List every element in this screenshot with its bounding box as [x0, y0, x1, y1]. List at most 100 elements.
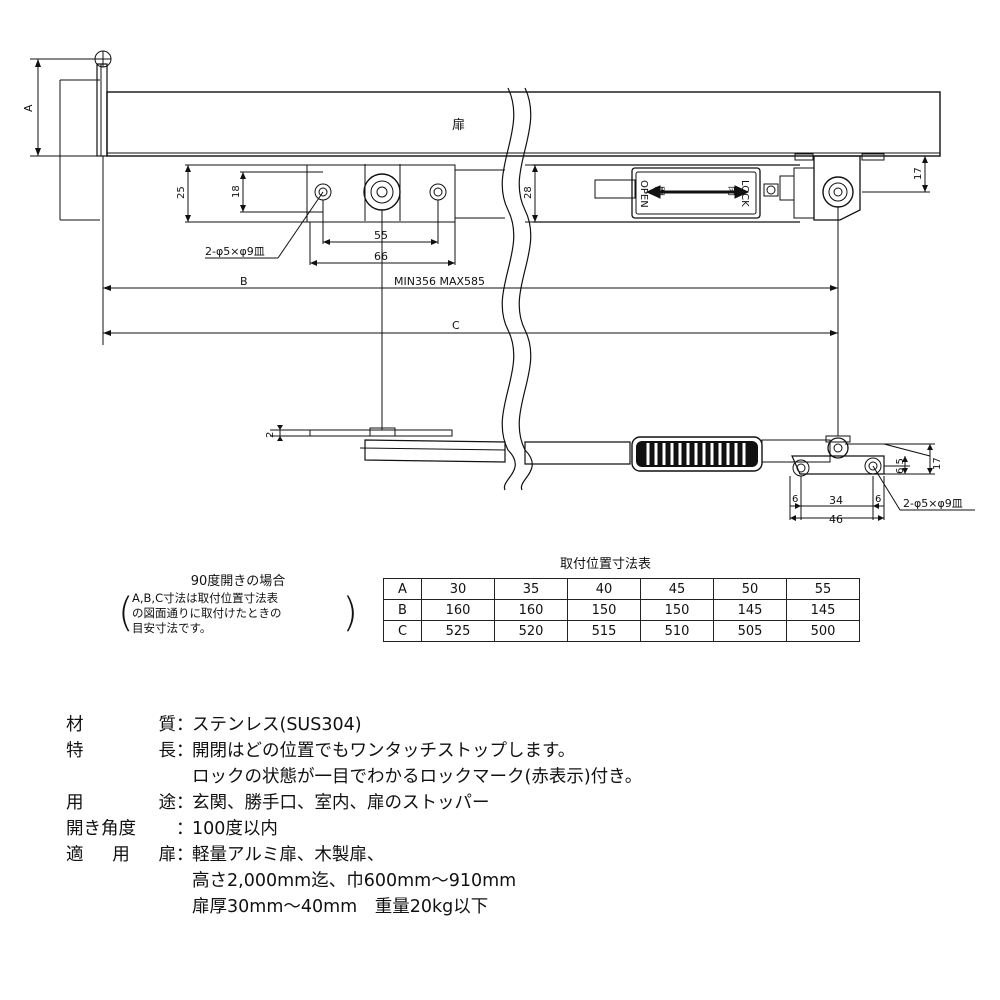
- table-cell: 525: [421, 620, 495, 642]
- table-cell: 45: [640, 578, 714, 600]
- spec-value: ステンレス(SUS304): [192, 712, 362, 738]
- spec-label-part: 質: [158, 715, 177, 735]
- lock-indicator: [631, 167, 761, 219]
- dim-18: 18: [231, 185, 242, 198]
- dim-66: 66: [374, 250, 388, 263]
- spec-colon: ：: [176, 793, 194, 813]
- door-label: 扉: [452, 117, 465, 133]
- table-cell: 160: [421, 599, 495, 621]
- dim-17-top: 17: [913, 167, 924, 180]
- table-cell: 160: [494, 599, 568, 621]
- spec-row: 特長：開閉はどの位置でもワンタッチストップします。ロックの状態が一目でわかるロッ…: [66, 738, 642, 790]
- spec-label-part: 扉: [158, 845, 177, 865]
- dim-17-side: 17: [932, 457, 943, 470]
- spec-colon: ：: [176, 819, 194, 839]
- dim-34: 34: [829, 494, 843, 507]
- spec-line: 軽量アルミ扉、木製扉、: [192, 845, 385, 865]
- row-header: B: [383, 599, 422, 621]
- break-line: [501, 87, 516, 491]
- hole-spec-top: 2-φ5×φ9皿: [205, 245, 265, 258]
- spec-label: 用途: [66, 790, 176, 816]
- lock-lock-kanji: 閉: [726, 186, 738, 196]
- row-header: C: [383, 620, 422, 642]
- dim-6-5: 6.5: [895, 458, 906, 474]
- spec-label: 材質: [66, 712, 176, 738]
- hole-spec-side: 2-φ5×φ9皿: [903, 497, 963, 510]
- spec-value: 開閉はどの位置でもワンタッチストップします。ロックの状態が一目でわかるロックマー…: [192, 738, 642, 790]
- spec-colon: ：: [176, 715, 194, 735]
- table-cell: 145: [713, 599, 787, 621]
- spec-label-part: 長: [158, 741, 177, 761]
- frame-bracket-plate: [306, 164, 456, 223]
- side-arm-body: [364, 439, 506, 463]
- table-cell: 510: [640, 620, 714, 642]
- spec-label-part: 材: [66, 715, 84, 735]
- table-cell: 150: [640, 599, 714, 621]
- note-line: A,B,C寸法は取付位置寸法表: [132, 591, 279, 605]
- dim-25: 25: [176, 186, 187, 199]
- paren-open: (: [118, 590, 134, 636]
- note-body: ( A,B,C寸法は取付位置寸法表 の図面通りに取付けたときの 目安寸法です。 …: [118, 590, 358, 636]
- lock-open-kanji: 開: [653, 186, 665, 196]
- dim-c: C: [452, 319, 460, 332]
- spec-value: 100度以内: [192, 816, 278, 842]
- spec-label: 特長: [66, 738, 176, 790]
- paren-close: ): [342, 590, 358, 636]
- spec-label-part: 途: [158, 793, 177, 813]
- side-arm-left: [309, 429, 453, 437]
- dim-b: B: [240, 275, 248, 288]
- spec-line: 開閉はどの位置でもワンタッチストップします。: [192, 741, 576, 761]
- note-line: 目安寸法です。: [132, 621, 212, 635]
- table-cell: 35: [494, 578, 568, 600]
- dim-6-left: 6: [792, 494, 798, 505]
- table-cell: 520: [494, 620, 568, 642]
- spec-label-part: 開き角度: [66, 819, 136, 839]
- table-cell: 515: [567, 620, 641, 642]
- spec-line: 扉厚30mm～40mm 重量20kg以下: [192, 897, 489, 917]
- dim-2: 2: [265, 432, 276, 438]
- table-cell: 30: [421, 578, 495, 600]
- lock-lock-text: LOCK: [739, 180, 750, 207]
- table-cell: 50: [713, 578, 787, 600]
- door-bracket: [813, 155, 861, 221]
- dim-range: MIN356 MAX585: [394, 275, 485, 288]
- door-outline: [106, 91, 941, 157]
- spec-row: 開き角度 ：100度以内: [66, 816, 642, 842]
- spec-colon: ：: [176, 741, 194, 761]
- table-cell: 40: [567, 578, 641, 600]
- table-cell: 505: [713, 620, 787, 642]
- dim-6-right: 6: [875, 494, 881, 505]
- spec-list: 材質：ステンレス(SUS304)特長：開閉はどの位置でもワンタッチストップします…: [66, 712, 642, 920]
- spec-label-part: 用: [66, 793, 84, 813]
- table-cell: 150: [567, 599, 641, 621]
- table-cell: 55: [786, 578, 860, 600]
- table-title: 取付位置寸法表: [560, 557, 652, 572]
- side-pivot: [827, 437, 849, 459]
- spec-value: 玄関、勝手口、室内、扉のストッパー: [192, 790, 490, 816]
- technical-drawing: 扉 A 25 18 28 17 55 66 2-φ5×φ9皿 B MIN356 …: [22, 50, 975, 526]
- spec-line: 玄関、勝手口、室内、扉のストッパー: [192, 793, 490, 813]
- spec-label: 適用扉: [66, 842, 176, 920]
- note-line: の図面通りに取付けたときの: [132, 606, 282, 620]
- spec-line: 100度以内: [192, 819, 278, 839]
- note-title: 90度開きの場合: [190, 574, 286, 589]
- lock-open-text: OPEN: [638, 180, 649, 208]
- hinge-frame: [96, 63, 108, 157]
- spec-line: ステンレス(SUS304): [192, 715, 362, 735]
- spec-row: 材質：ステンレス(SUS304): [66, 712, 642, 738]
- spec-line: ロックの状態が一目でわかるロックマーク(赤表示)付き。: [192, 767, 643, 787]
- note-block: 90度開きの場合 ( A,B,C寸法は取付位置寸法表 の図面通りに取付けたときの…: [118, 570, 358, 636]
- spec-row: 用途：玄関、勝手口、室内、扉のストッパー: [66, 790, 642, 816]
- spec-label-part: 適: [66, 845, 84, 865]
- spec-line: 高さ2,000mm迄、巾600mm～910mm: [192, 871, 517, 891]
- door-pivot: [822, 176, 854, 208]
- spec-label-part: 用: [112, 845, 130, 865]
- pivot-boss: [363, 173, 401, 211]
- table-cell: 500: [786, 620, 860, 642]
- table-cell: 145: [786, 599, 860, 621]
